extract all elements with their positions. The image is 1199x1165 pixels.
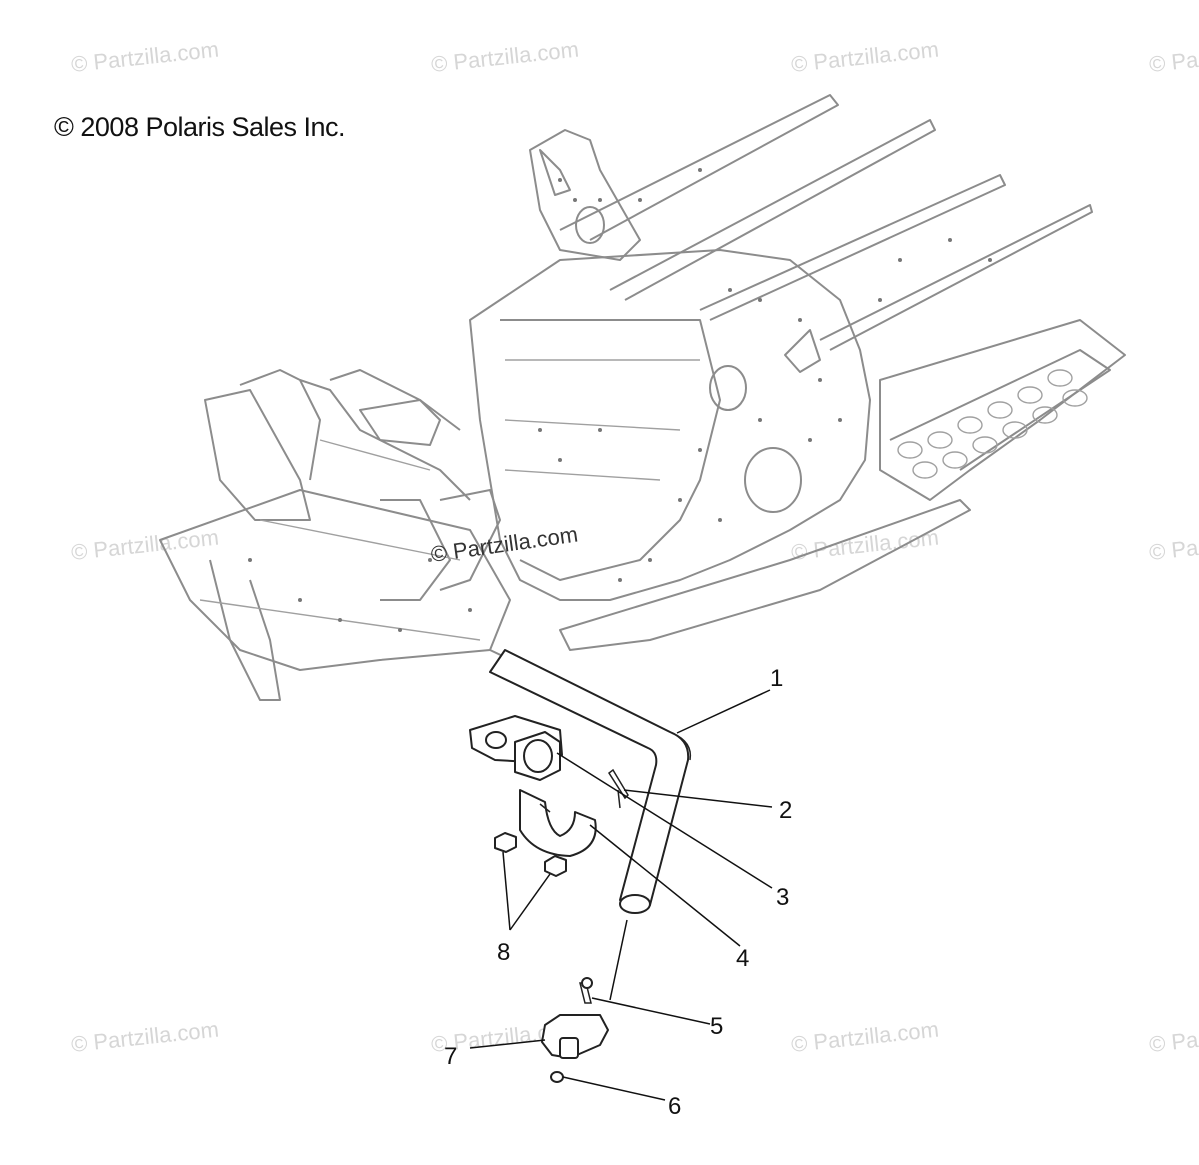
center-watermark: © Partzilla.com — [429, 522, 579, 567]
leader-lines — [469, 689, 773, 1101]
callout-3: 3 — [776, 884, 789, 911]
part-1-bar — [489, 649, 692, 914]
watermark: © Partzilla.com — [430, 37, 580, 77]
callout-5: 5 — [710, 1013, 723, 1040]
part-7-cap — [541, 1014, 609, 1059]
watermark: © Partzilla.com — [790, 1017, 940, 1057]
frame-holes — [248, 168, 992, 632]
part-8-nuts — [494, 832, 567, 877]
callout-6: 6 — [668, 1093, 681, 1120]
watermark: © Partzilla.com — [1148, 1017, 1199, 1057]
watermark: © Partzilla.com — [70, 37, 220, 77]
part-6-nut — [550, 1071, 564, 1083]
watermark: © Partzilla.com — [790, 525, 940, 565]
part-5-bolt — [579, 977, 593, 1004]
callout-numbers: 1 2 3 4 5 6 7 8 — [444, 665, 792, 1120]
part-4-clamp — [519, 789, 597, 857]
callout-8: 8 — [497, 939, 510, 966]
watermark: © Partzilla.com — [1148, 525, 1199, 565]
part-2-pin — [607, 768, 629, 809]
watermark: © Partzilla.com — [70, 1017, 220, 1057]
copyright-notice: © 2008 Polaris Sales Inc. — [54, 112, 346, 142]
part-3-bracket — [469, 715, 563, 781]
watermark: © Partzilla.com — [790, 37, 940, 77]
chassis-frame — [159, 94, 1126, 761]
callout-1: 1 — [770, 665, 783, 692]
callout-7: 7 — [444, 1043, 457, 1070]
watermark: © Partzilla.com — [1148, 37, 1199, 77]
callout-2: 2 — [779, 797, 792, 824]
callout-4: 4 — [736, 945, 749, 972]
watermark: © Partzilla.com — [70, 525, 220, 565]
